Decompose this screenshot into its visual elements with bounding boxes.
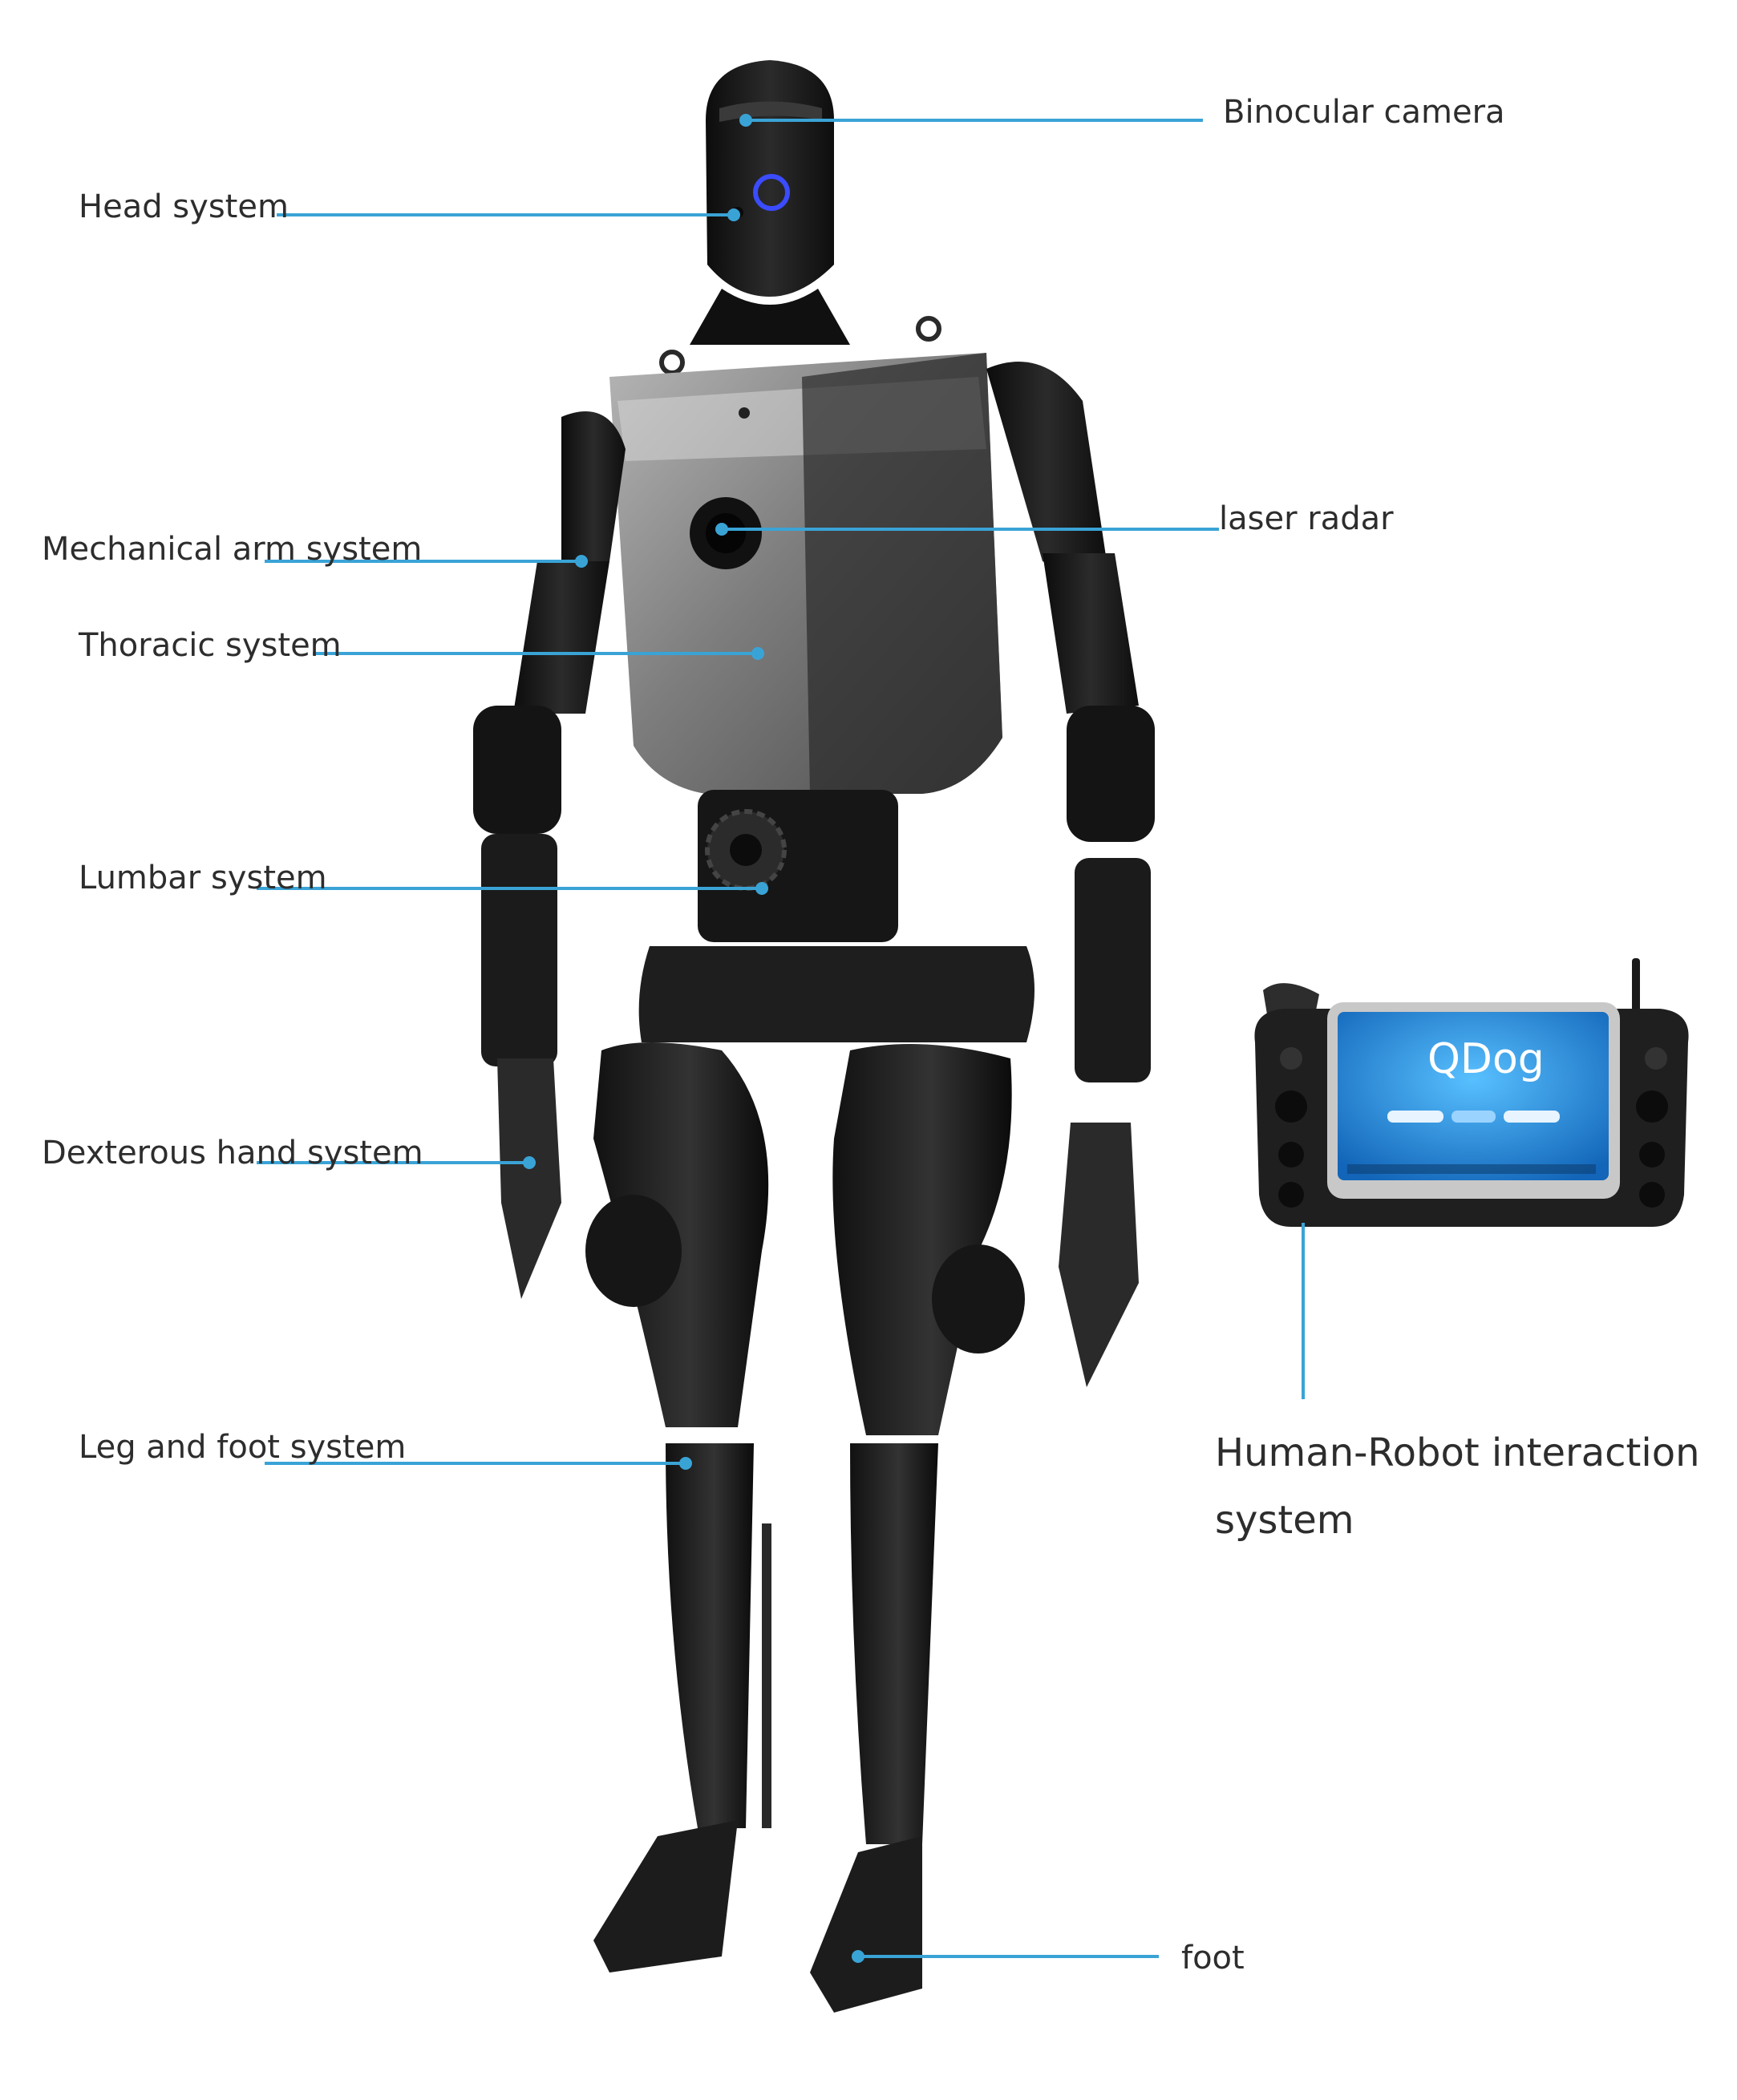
robot-torso [609,353,1002,794]
label-human-robot-interaction-system: Human-Robot interaction system [1215,1419,1728,1554]
head-eye-ring [753,174,790,211]
label-binocular-camera: Binocular camera [1223,94,1505,131]
robot-right-arm [986,362,1155,1387]
controller-screen-title: QDog [1427,1035,1545,1083]
label-leg-and-foot-system: Leg and foot system [79,1429,407,1466]
label-thoracic-system: Thoracic system [79,627,342,664]
leader-dots [523,114,864,1963]
robot-waist [638,790,1035,1042]
controller-screen [1338,1012,1609,1180]
robot-left-leg [585,1042,771,1973]
leader-lines [257,119,1305,1958]
label-lumbar-system: Lumbar system [79,860,327,896]
label-laser-radar: laser radar [1219,500,1394,537]
controller-device [1254,958,1689,1227]
label-hri-line2: system [1215,1498,1354,1543]
label-hri-line1: Human-Robot interaction [1215,1430,1700,1475]
label-foot: foot [1181,1940,1245,1977]
label-dexterous-hand-system: Dexterous hand system [42,1135,423,1171]
robot-left-arm [473,411,626,1299]
robot-right-leg [810,1044,1025,2013]
label-head-system: Head system [79,188,289,225]
label-mechanical-arm-system: Mechanical arm system [42,531,423,568]
